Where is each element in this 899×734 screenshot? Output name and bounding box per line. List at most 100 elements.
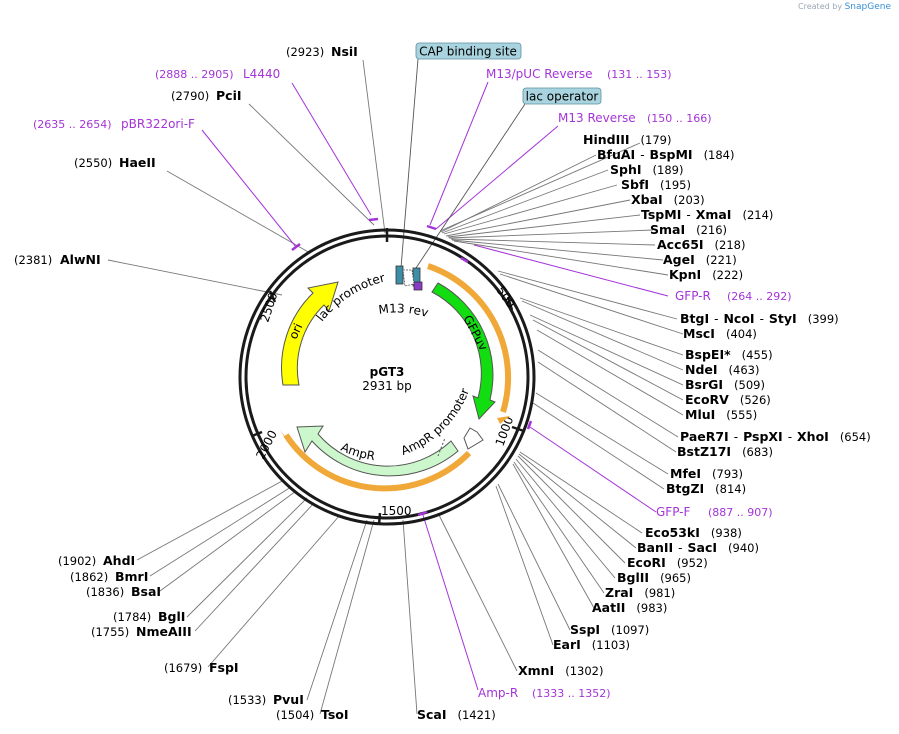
ampr-promoter-feature <box>463 427 484 450</box>
haeii-name: HaeII <box>119 155 156 170</box>
ecorv-name: EcoRV <box>685 392 729 407</box>
scai-label: ScaI(1421) <box>417 707 496 722</box>
btgi-label: BtgI-NcoI-StyI(399) <box>680 311 839 326</box>
pbr-pos: (2635 .. 2654) <box>33 118 112 131</box>
xmai-name: XmaI <box>696 207 732 222</box>
ndei-name: NdeI <box>685 362 718 377</box>
tsoi-name: TsoI <box>321 707 349 722</box>
eco53ki-label: Eco53kI(938) <box>645 525 742 540</box>
ampr-primer-pos: (1333 .. 1352) <box>532 687 611 700</box>
kpni-name: KpnI <box>669 267 701 282</box>
alwni-name: AlwNI <box>60 252 101 267</box>
m13rev-name: M13 Reverse <box>558 111 636 125</box>
bfuai-sep: - <box>640 148 644 162</box>
xbai-name: XbaI <box>631 192 663 207</box>
plasmid-size: 2931 bp <box>362 379 412 393</box>
lac-promoter-feature <box>402 269 415 287</box>
enzyme-labels-left: (2923) NsiI (2790) PciI (2550) HaeII (23… <box>14 44 358 722</box>
msci-label: MscI(404) <box>683 326 757 341</box>
aatii-pos: (983) <box>636 601 667 615</box>
xhoi-name: XhoI <box>797 429 829 444</box>
banii-pos: (940) <box>728 541 759 555</box>
lacop-box-label: lac operator <box>526 90 599 104</box>
bstz17i-label: BstZ17I (683) <box>677 444 773 459</box>
agei-name: AgeI <box>663 252 695 267</box>
sbfi-name: SbfI <box>621 177 649 192</box>
gfp-bar-arrowhead <box>497 416 510 424</box>
ahdi-pos: (1902) <box>58 554 96 568</box>
gfpr-name: GFP-R <box>675 289 711 303</box>
mfei-label: MfeI(793) <box>670 466 743 481</box>
ori-label: ori <box>286 321 305 341</box>
banii-label: BanII-SacI(940) <box>637 540 759 555</box>
l4440-pos: (2888 .. 2905) <box>155 68 234 81</box>
bspei-name: BspEI <box>685 347 724 362</box>
primer-leader-lines <box>201 81 669 691</box>
ampr-promoter-dashes <box>437 437 446 457</box>
tspmi-sep: - <box>686 208 690 222</box>
zrai-name: ZraI <box>605 585 633 600</box>
pvui-name: PvuI <box>273 692 304 707</box>
btgi-sep: - <box>714 312 718 326</box>
acc65i-label: Acc65I(218) <box>657 237 745 252</box>
banii-name: BanII <box>637 540 673 555</box>
agei-pos: (221) <box>706 253 737 267</box>
pcii-pos: (2790) <box>171 89 209 103</box>
hindiii-label: HindIII(179) <box>583 132 671 147</box>
gfpf-name: GFP-F <box>656 505 691 519</box>
bmri-pos: (1862) <box>70 570 108 584</box>
gfp-orange-bar <box>427 263 512 413</box>
sphi-name: SphI <box>610 162 642 177</box>
tick-label-2500: 2500 <box>258 291 281 324</box>
gfp-feature <box>431 282 496 421</box>
m13puc-name: M13/pUC Reverse <box>486 67 593 81</box>
m13rev-pos: (150 .. 166) <box>647 112 712 125</box>
m13rev-label-group: M13 rev <box>378 301 430 319</box>
ampr-primer-name: Amp-R <box>478 686 518 700</box>
ndei-label: NdeI(463) <box>685 362 759 377</box>
ampr-promoter-label: AmpR promoter <box>399 386 472 458</box>
l4440-name: L4440 <box>243 67 280 81</box>
gfpr-pos: (264 .. 292) <box>727 290 792 303</box>
bstz17i-pos: (683) <box>742 445 773 459</box>
paer7i-label: PaeR7I-PspXI-XhoI(654) <box>680 429 871 444</box>
cap-box-label: CAP binding site <box>419 45 517 59</box>
eco53ki-pos: (938) <box>711 526 742 540</box>
tspmi-name: TspMI <box>641 207 681 222</box>
gfp-label: GFPuv <box>460 313 490 353</box>
acc65i-pos: (218) <box>715 238 746 252</box>
btgi-sep2: - <box>760 312 764 326</box>
bsai-pos: (1836) <box>86 585 124 599</box>
sbfi-pos: (195) <box>660 178 691 192</box>
primer-labels: (2888 .. 2905) L4440 (2635 .. 2654) pBR3… <box>33 67 792 700</box>
paer7i-sep2: - <box>788 430 792 444</box>
snapgene-credit: Created by SnapGene <box>798 2 891 12</box>
styi-name: StyI <box>769 311 797 326</box>
ecorv-pos: (526) <box>740 393 771 407</box>
eari-pos: (1103) <box>592 638 630 652</box>
pvui-pos: (1533) <box>228 693 266 707</box>
eari-name: EarI <box>553 637 581 652</box>
btgzi-pos: (814) <box>715 482 746 496</box>
enzyme-labels-right: HindIII(179) BfuAI-BspMI(184) SphI(189) … <box>417 132 871 722</box>
paer7i-name: PaeR7I <box>680 429 729 444</box>
xmni-pos: (1302) <box>565 664 603 678</box>
hindiii-name: HindIII <box>583 132 630 147</box>
msci-name: MscI <box>683 326 715 341</box>
bglii-label: BglII(965) <box>617 570 691 585</box>
nmeaiii-pos: (1755) <box>91 625 129 639</box>
bsrgi-name: BsrGI <box>685 377 723 392</box>
sspi-pos: (1097) <box>611 623 649 637</box>
cap-box <box>415 42 522 60</box>
sbfi-label: SbfI (195) <box>621 177 691 192</box>
cap-site-feature <box>395 265 404 285</box>
bstz17i-name: BstZ17I <box>677 444 731 459</box>
haeii-pos: (2550) <box>74 156 112 170</box>
m13rev-label: M13 rev <box>378 301 430 319</box>
agei-label: AgeI (221) <box>663 252 737 267</box>
xbai-pos: (203) <box>674 193 705 207</box>
sspi-label: SspI(1097) <box>570 622 649 637</box>
bsrgi-pos: (509) <box>734 378 765 392</box>
ecori-label: EcoRI(952) <box>627 555 708 570</box>
ampr-bar-arrowhead <box>280 430 289 441</box>
